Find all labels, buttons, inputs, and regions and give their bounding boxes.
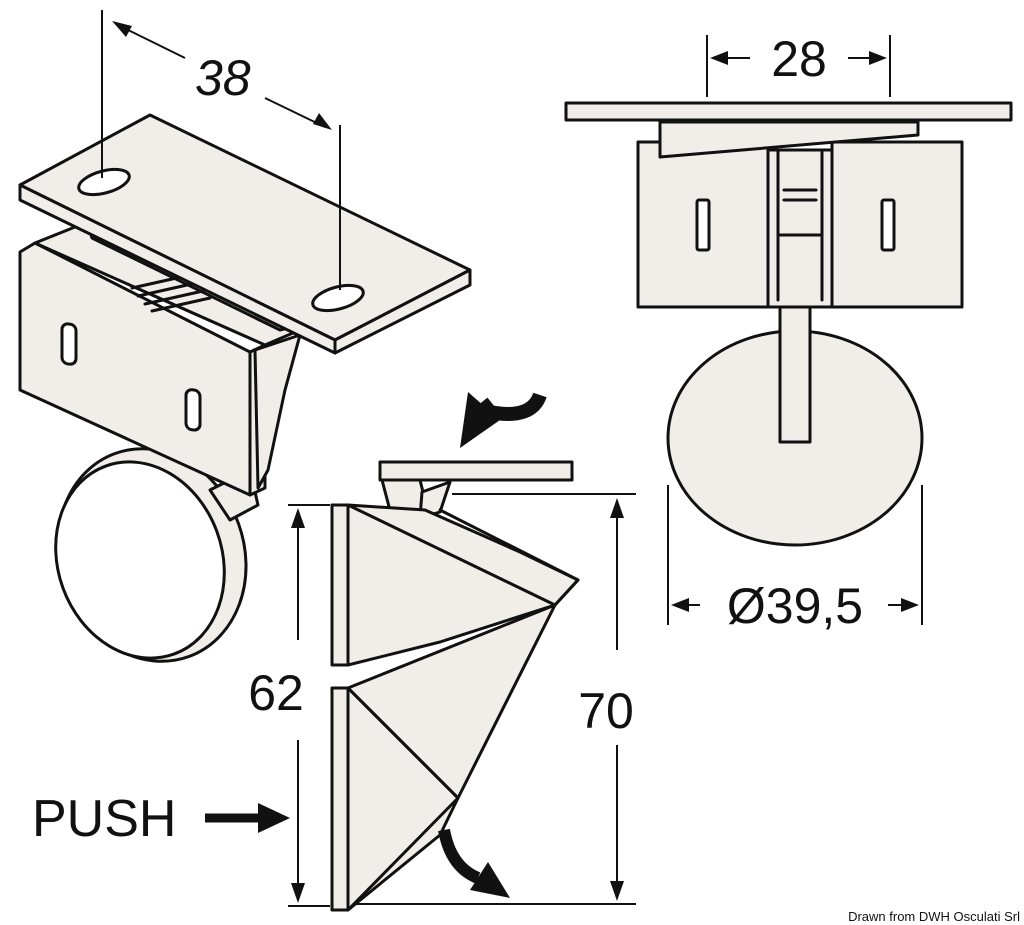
dim-label-diameter: Ø39,5 [727, 578, 863, 634]
stem-front [778, 298, 812, 444]
dim-label-70: 70 [578, 683, 634, 739]
upper-wedge [330, 503, 580, 667]
push-label: PUSH [32, 790, 176, 848]
dim-label-28: 28 [771, 31, 827, 87]
suction-disc-iso [54, 447, 248, 663]
curved-arrow-bottom-icon [438, 828, 510, 898]
curved-arrow-top-icon [460, 392, 547, 448]
wedge-front [658, 120, 920, 159]
slot-right [880, 198, 896, 252]
isometric-view: 38 [18, 10, 472, 663]
mounting-plate-side [378, 460, 574, 482]
front-view: 28 Ø39,5 [564, 31, 1013, 634]
dimension-70: 70 [356, 493, 636, 905]
mount-hole-2 [311, 283, 365, 313]
mounting-plate-iso [18, 113, 472, 355]
hinge-block-right [830, 140, 964, 309]
dim-label-38: 38 [195, 50, 251, 106]
mounting-plate-front [564, 101, 1013, 122]
dimension-38: 38 [101, 10, 341, 290]
dimension-62: 62 [248, 504, 330, 907]
dimension-28: 28 [706, 31, 891, 97]
slot-left [695, 198, 711, 252]
push-indicator: PUSH [32, 790, 290, 848]
dim-label-62: 62 [248, 665, 304, 721]
dimension-diameter: Ø39,5 [667, 485, 923, 634]
side-view: 62 70 PUSH [32, 392, 636, 912]
credit-text: Drawn from DWH Osculati Srl [848, 909, 1020, 924]
